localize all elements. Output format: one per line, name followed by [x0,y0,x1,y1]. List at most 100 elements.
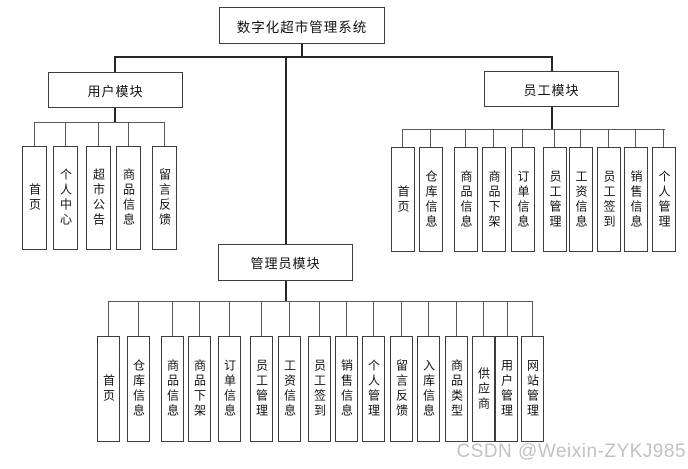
node-label: 个人中心 [58,168,73,228]
node-admin-salary-info: 工资信息 [278,336,301,442]
connector-admin-drop [285,281,287,302]
node-admin-employee-mgmt: 员工管理 [250,336,273,442]
connector-staff-stub [663,130,664,147]
node-label: 工资信息 [574,169,588,230]
node-label: 商品类型 [449,359,464,419]
node-admin-user-mgmt: 用户管理 [495,336,518,442]
connector-staff-stub [635,130,636,147]
node-label: 商品下架 [192,359,207,419]
node-admin-product-delist: 商品下架 [188,336,211,442]
node-label: 商品信息 [121,168,136,228]
node-staff-salary-info: 工资信息 [569,147,593,252]
node-admin-supplier: 供应商 [472,336,495,442]
node-label: 工资信息 [282,359,297,419]
node-label: 首页 [396,184,410,215]
node-admin-warehouse-info: 仓库信息 [127,336,150,442]
connector-admin-stub [172,302,173,336]
node-user-feedback: 留言反馈 [152,146,177,250]
node-staff-home: 首页 [391,147,415,252]
node-admin-site-mgmt: 网站管理 [521,336,544,442]
node-staff-product-info: 商品信息 [454,147,478,252]
connector-user-drop [114,108,116,123]
connector-admin-stub [456,302,457,336]
connector-admin-stub [401,302,402,336]
connector-admin-stub [289,302,290,336]
node-staff-warehouse-info: 仓库信息 [419,147,443,252]
connector-staff-stub [402,130,403,147]
connector-staff-stub [465,130,466,147]
node-label: 首页 [101,374,116,404]
connector-staff-stub [608,130,609,147]
connector-user-stub [34,123,35,146]
node-label: 员工管理 [254,359,269,419]
node-label: 留言反馈 [394,359,409,419]
connector-root-drop [301,44,303,56]
connector-staff-stub [493,130,494,147]
node-label: 仓库信息 [424,169,438,230]
connector-user-stub [128,123,129,146]
node-label: 员工管理 [548,169,562,230]
connector-staff-bus [402,129,665,130]
connector-admin-stub [229,302,230,336]
node-user-announcements: 超市公告 [86,146,111,250]
node-staff-order-info: 订单信息 [511,147,535,252]
node-admin-checkin: 员工签到 [308,336,331,442]
node-label: 超市公告 [91,168,106,228]
node-label: 订单信息 [222,359,237,419]
node-label: 用户管理 [499,359,514,419]
connector-admin-stub [199,302,200,336]
node-label: 网站管理 [525,359,540,419]
connector-admin-stub [373,302,374,336]
connector-drop-admin-module [285,56,287,244]
connector-admin-stub [507,302,508,336]
node-staff-checkin: 员工签到 [597,147,621,252]
connector-admin-stub [483,302,484,336]
node-system-root: 数字化超市管理系统 [219,7,385,44]
node-label: 员工签到 [602,169,616,230]
node-admin-sales-info: 销售信息 [335,336,358,442]
node-label: 商品下架 [487,169,501,230]
node-user-home: 首页 [22,146,47,250]
connector-staff-stub [522,130,523,147]
node-label: 入库信息 [421,359,436,419]
connector-staff-stub [430,130,431,147]
connector-admin-bus [108,301,533,302]
connector-user-stub [65,123,66,146]
node-label: 员工模块 [523,82,580,98]
connector-user-stub [98,123,99,146]
node-label: 销售信息 [339,359,354,419]
node-label: 商品信息 [459,169,473,230]
node-label: 销售信息 [629,169,643,230]
node-admin-feedback: 留言反馈 [390,336,413,442]
watermark-text: CSDN @Weixin-ZYKJ985 [456,441,686,462]
connector-user-stub [164,123,165,146]
node-admin-personal-mgmt: 个人管理 [362,336,385,442]
node-admin-home: 首页 [97,336,120,442]
connector-admin-stub [319,302,320,336]
node-admin-product-info: 商品信息 [161,336,184,442]
node-label: 商品信息 [165,359,180,419]
node-admin-inbound-info: 入库信息 [417,336,440,442]
node-staff-personal-mgmt: 个人管理 [652,147,676,252]
node-label: 个人管理 [366,359,381,419]
node-label: 留言反馈 [157,168,172,228]
connector-drop-user-module [114,56,116,72]
node-label: 供应商 [476,366,491,412]
connector-drop-staff-module [551,56,553,71]
node-label: 订单信息 [516,169,530,230]
connector-admin-stub [532,302,533,336]
connector-admin-stub [108,302,109,336]
node-label: 首页 [27,183,42,213]
node-staff-sales-info: 销售信息 [624,147,648,252]
node-staff-product-delist: 商品下架 [482,147,506,252]
connector-admin-stub [261,302,262,336]
connector-root-bus [114,56,552,58]
connector-admin-stub [428,302,429,336]
node-label: 用户模块 [87,83,144,99]
node-staff-employee-mgmt: 员工管理 [543,147,567,252]
connector-staff-drop [551,107,553,130]
node-admin-module: 管理员模块 [218,244,353,281]
node-admin-order-info: 订单信息 [218,336,241,442]
connector-admin-stub [346,302,347,336]
